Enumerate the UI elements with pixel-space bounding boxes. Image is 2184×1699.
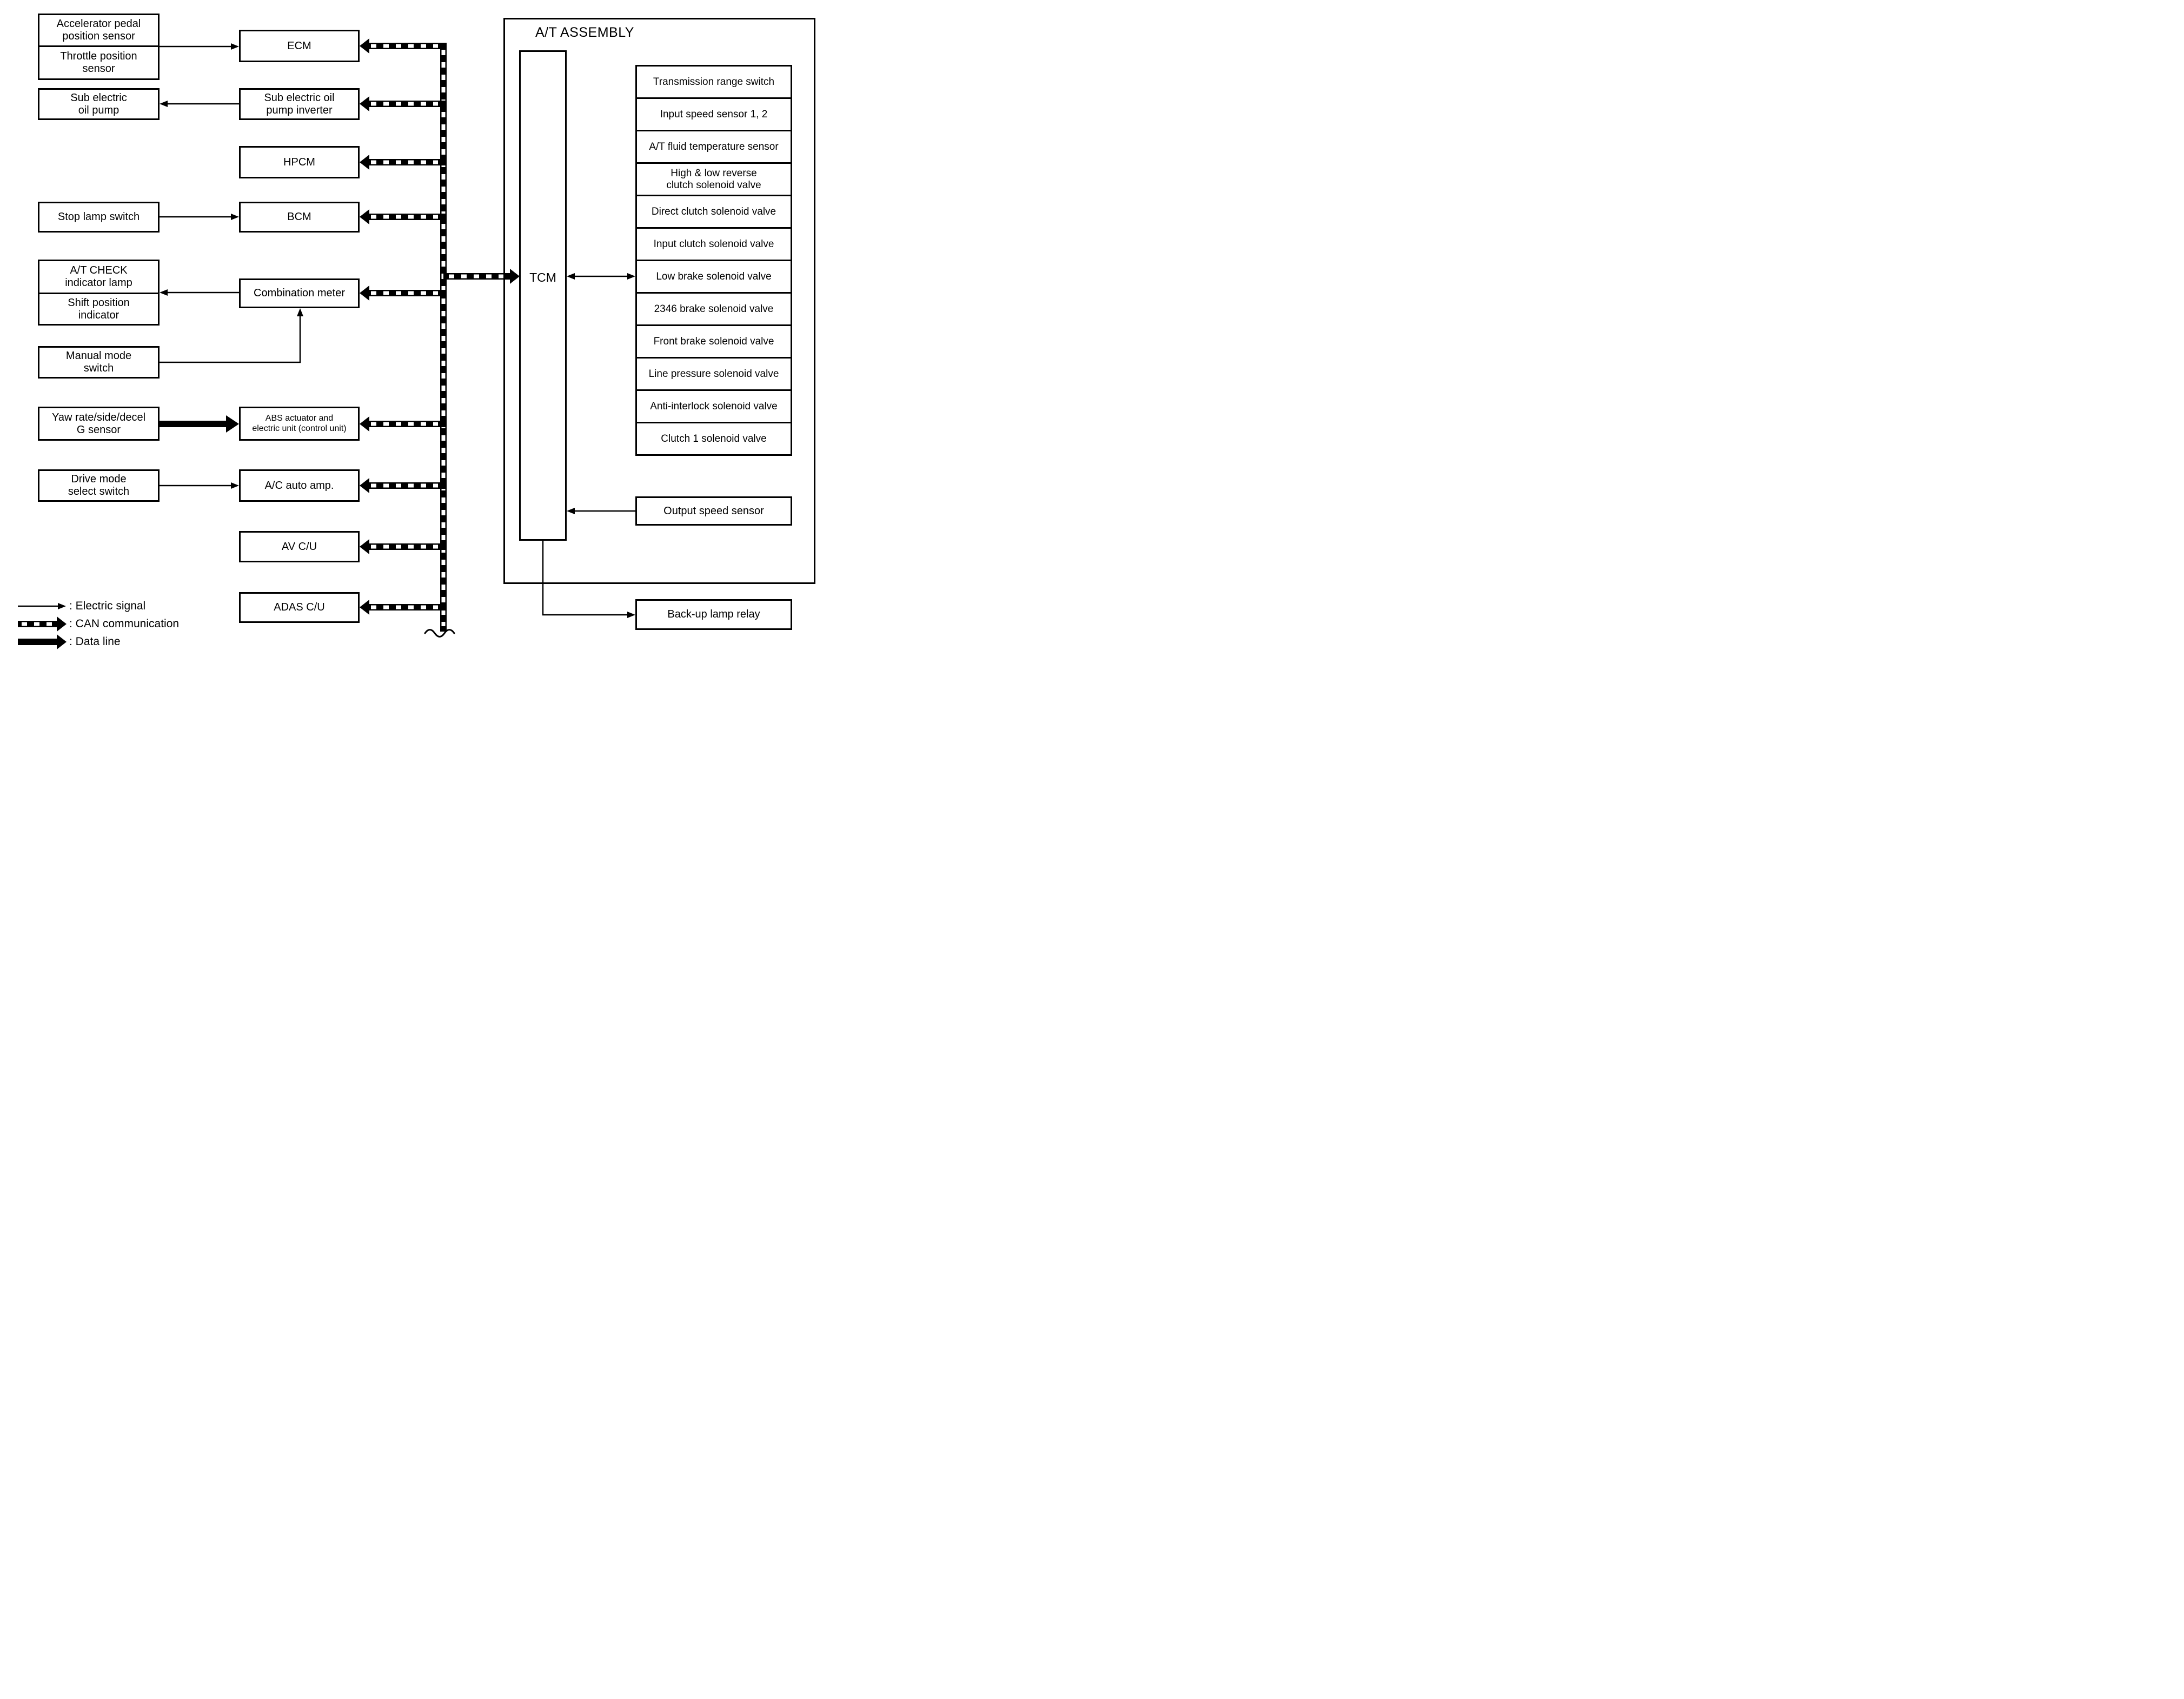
row-label: 2346 brake solenoid valve: [654, 303, 774, 315]
node-drive-mode-select-switch: Drive mode select switch: [38, 469, 160, 502]
can-branch-combination-meter: [360, 286, 447, 301]
wire-tcm-to-solenoids: [567, 273, 635, 280]
legend-electric-signal-label: : Electric signal: [69, 600, 146, 612]
at-assembly-title: A/T ASSEMBLY: [535, 25, 634, 40]
node-combination-meter: Combination meter: [239, 278, 360, 308]
wire-tcm-to-backup-relay: [542, 541, 635, 618]
node-label: Shift position indicator: [68, 296, 130, 321]
node-label: Accelerator pedal position sensor: [56, 18, 141, 42]
row-label: Transmission range switch: [653, 76, 775, 88]
node-label: Combination meter: [254, 287, 345, 299]
row-label: Direct clutch solenoid valve: [651, 205, 776, 217]
legend-data-line-label: : Data line: [69, 635, 121, 648]
node-label: AV C/U: [281, 540, 317, 553]
can-branch-ac-auto-amp: [360, 478, 447, 493]
node-label: A/C auto amp.: [264, 479, 334, 492]
wire-comb-meter-to-indicators: [160, 289, 239, 296]
wire-inverter-to-sub-pump: [160, 101, 239, 107]
can-branch-hpcm: [360, 155, 447, 170]
data-line-yaw-to-abs: [160, 415, 239, 433]
node-at-check-indicator-lamp: A/T CHECK indicator lamp: [38, 260, 160, 294]
legend-can-communication-label: : CAN communication: [69, 618, 180, 630]
can-branch-av-cu: [360, 539, 447, 554]
connector-layer: [18, 38, 635, 649]
node-label: Back-up lamp relay: [667, 608, 760, 620]
node-label: Manual mode switch: [65, 350, 132, 374]
node-adas-cu: ADAS C/U: [239, 592, 360, 623]
row-label: Anti-interlock solenoid valve: [650, 400, 778, 412]
node-ecm: ECM: [239, 30, 360, 62]
node-label: Sub electric oil pump inverter: [264, 91, 335, 116]
wire-sensors-to-ecm: [160, 43, 239, 50]
can-bus-end-squiggle: [424, 629, 455, 638]
node-label: Drive mode select switch: [68, 473, 130, 497]
legend-thin-arrow-symbol: [18, 603, 66, 609]
node-hpcm: HPCM: [239, 146, 360, 178]
node-label: Stop lamp switch: [57, 211, 140, 223]
node-label: BCM: [287, 211, 311, 223]
node-stop-lamp-switch: Stop lamp switch: [38, 202, 160, 233]
can-branch-bcm: [360, 209, 447, 224]
node-abs-actuator-unit: ABS actuator and electric unit (control …: [239, 407, 360, 441]
node-label: Throttle position sensor: [60, 50, 137, 75]
at-component-row: High & low reverse clutch solenoid valve: [635, 162, 792, 196]
legend-dashed-arrow-symbol: [18, 616, 67, 632]
node-output-speed-sensor: Output speed sensor: [635, 496, 792, 526]
node-accelerator-pedal-position-sensor: Accelerator pedal position sensor: [38, 14, 160, 47]
node-label: Sub electric oil pump: [70, 91, 127, 116]
at-component-row: Line pressure solenoid valve: [635, 357, 792, 391]
node-sub-electric-oil-pump: Sub electric oil pump: [38, 88, 160, 120]
at-component-row: Input clutch solenoid valve: [635, 227, 792, 261]
node-tcm: TCM: [519, 50, 567, 541]
wiring-diagram: Accelerator pedal position sensor Thrott…: [0, 0, 835, 650]
node-ac-auto-amp: A/C auto amp.: [239, 469, 360, 502]
node-manual-mode-switch: Manual mode switch: [38, 346, 160, 379]
wire-drive-mode-to-ac-amp: [160, 482, 239, 489]
wire-stop-lamp-to-bcm: [160, 214, 239, 220]
at-component-row: Direct clutch solenoid valve: [635, 195, 792, 229]
node-label: ECM: [287, 39, 311, 52]
row-label: A/T fluid temperature sensor: [649, 141, 779, 152]
wire-manual-mode-to-comb-meter: [160, 308, 303, 363]
node-yaw-rate-g-sensor: Yaw rate/side/decel G sensor: [38, 407, 160, 441]
row-label: Low brake solenoid valve: [656, 270, 772, 282]
at-component-row: 2346 brake solenoid valve: [635, 292, 792, 326]
at-component-row: A/T fluid temperature sensor: [635, 130, 792, 164]
at-component-row: Anti-interlock solenoid valve: [635, 389, 792, 423]
at-component-row: Transmission range switch: [635, 65, 792, 99]
node-shift-position-indicator: Shift position indicator: [38, 293, 160, 326]
wire-output-speed-to-tcm: [567, 508, 635, 514]
can-branch-adas-cu: [360, 600, 447, 615]
legend-thick-arrow-symbol: [18, 634, 67, 649]
node-av-cu: AV C/U: [239, 531, 360, 562]
at-assembly-frame: [503, 18, 815, 584]
node-bcm: BCM: [239, 202, 360, 233]
row-label: Input speed sensor 1, 2: [660, 108, 768, 120]
node-label: ABS actuator and electric unit (control …: [252, 414, 347, 433]
at-component-row: Clutch 1 solenoid valve: [635, 422, 792, 456]
can-branch-ecm: [360, 38, 447, 54]
can-branch-tcm: [443, 269, 520, 284]
node-label: Yaw rate/side/decel G sensor: [51, 411, 146, 436]
node-label: A/T CHECK indicator lamp: [65, 264, 132, 289]
at-component-row: Low brake solenoid valve: [635, 260, 792, 294]
node-label: ADAS C/U: [274, 601, 325, 613]
node-sub-electric-oil-pump-inverter: Sub electric oil pump inverter: [239, 88, 360, 120]
node-throttle-position-sensor: Throttle position sensor: [38, 45, 160, 80]
row-label: Line pressure solenoid valve: [648, 368, 779, 380]
node-label: TCM: [529, 270, 556, 284]
row-label: Input clutch solenoid valve: [653, 238, 774, 250]
at-component-row: Front brake solenoid valve: [635, 324, 792, 359]
row-label: Clutch 1 solenoid valve: [661, 433, 767, 444]
can-branch-sub-electric-oil-pump-inverter: [360, 96, 447, 111]
row-label: High & low reverse clutch solenoid valve: [666, 167, 761, 191]
node-label: Output speed sensor: [663, 505, 764, 517]
node-label: HPCM: [283, 156, 315, 168]
at-component-row: Input speed sensor 1, 2: [635, 97, 792, 131]
can-branch-abs-actuator-unit: [360, 416, 447, 432]
row-label: Front brake solenoid valve: [653, 335, 774, 347]
node-backup-lamp-relay: Back-up lamp relay: [635, 599, 792, 630]
can-bus: [440, 43, 447, 632]
